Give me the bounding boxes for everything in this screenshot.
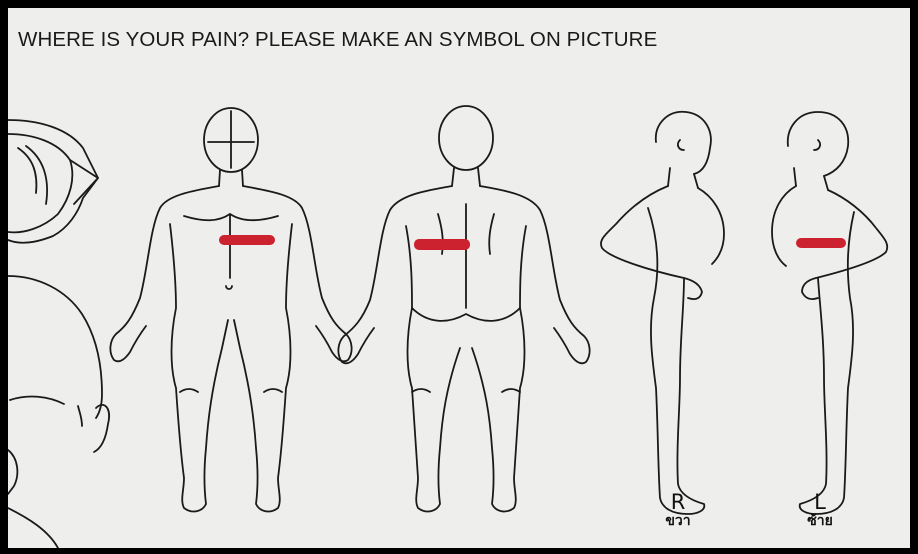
- pain-mark-front: [219, 235, 275, 245]
- pain-chart-sheet: WHERE IS YOUR PAIN? PLEASE MAKE AN SYMBO…: [8, 8, 910, 548]
- left-side-label-en: L: [790, 492, 850, 513]
- pain-mark-left-side: [796, 238, 846, 248]
- right-side-label-thai: ขวา: [648, 514, 708, 528]
- partial-head-top: [8, 120, 98, 243]
- right-side-body-figure: [601, 112, 724, 514]
- pain-mark-back: [414, 239, 470, 250]
- front-body-figure: [110, 108, 351, 511]
- right-side-label: R ขวา: [648, 492, 708, 528]
- back-body-figure: [338, 106, 589, 511]
- partial-head-bottom: [8, 276, 109, 548]
- left-side-body-figure: [772, 112, 887, 514]
- left-side-label: L ซ้าย: [790, 492, 850, 528]
- body-diagram: [8, 8, 910, 548]
- left-side-label-thai: ซ้าย: [790, 514, 850, 528]
- right-side-label-en: R: [648, 492, 708, 513]
